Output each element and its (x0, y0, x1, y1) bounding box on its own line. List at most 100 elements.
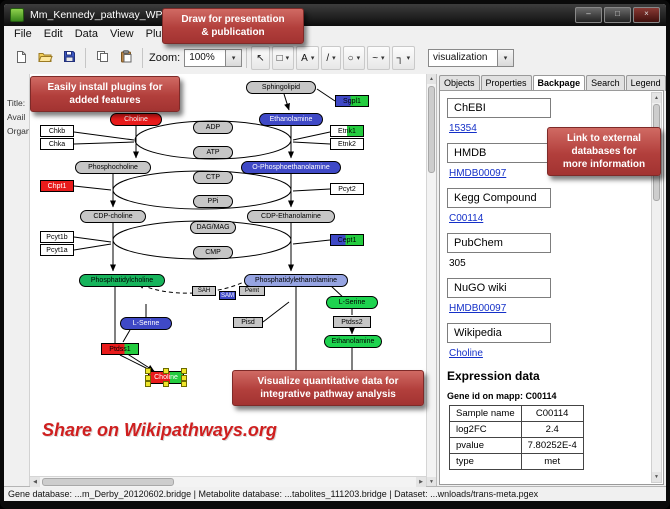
node-sphingolipid[interactable]: Sphingolipid (246, 81, 316, 94)
node-pcyt1a[interactable]: Pcyt1a (40, 244, 74, 256)
node-chka[interactable]: Chka (40, 138, 74, 150)
open-folder-button[interactable] (33, 46, 57, 70)
node-sah[interactable]: SAH (192, 286, 216, 296)
connector-tool[interactable]: ┐▾ (391, 46, 416, 70)
shape-tool[interactable]: ○▾ (342, 46, 366, 70)
node-choline[interactable]: Choline (110, 113, 162, 126)
scroll-right-icon[interactable]: ▶ (416, 477, 426, 487)
backpage-link-nugo-wiki[interactable]: HMDB00097 (449, 303, 507, 314)
node-etnk1[interactable]: Etnk1 (330, 125, 364, 137)
node-chpt1[interactable]: Chpt1 (40, 180, 74, 192)
selection-handle[interactable] (145, 381, 151, 387)
close-button[interactable]: × (633, 7, 660, 23)
node-phosphocholine[interactable]: Phosphocholine (75, 161, 151, 174)
save-button[interactable] (57, 46, 81, 70)
maximize-button[interactable]: □ (604, 7, 631, 23)
menu-view[interactable]: View (109, 28, 134, 40)
node-adp[interactable]: ADP (193, 121, 233, 134)
scroll-up-icon[interactable]: ▲ (427, 74, 436, 84)
node-ethanolamine[interactable]: Ethanolamine (324, 335, 382, 348)
tab-search[interactable]: Search (586, 75, 625, 91)
window-controls: –□× (575, 7, 660, 23)
node-l-serine[interactable]: L-Serine (120, 317, 172, 330)
pathway-edge (292, 239, 331, 245)
node-sgpl1[interactable]: Sgpl1 (335, 95, 369, 107)
selection-handle[interactable] (163, 381, 169, 387)
node-cdp-ethanolamine[interactable]: CDP-Ethanolamine (247, 210, 335, 223)
node-phosphatidylethanolamine[interactable]: Phosphatidylethanolamine (244, 274, 348, 287)
share-text: Share on Wikipathways.org (42, 420, 277, 440)
selection-handle[interactable] (181, 374, 187, 381)
node-pcyt1b[interactable]: Pcyt1b (40, 231, 74, 243)
zoom-select[interactable]: 100%▾ (184, 49, 243, 67)
label-tool[interactable]: A▾ (296, 46, 320, 70)
hscroll-thumb[interactable] (42, 478, 174, 486)
minimize-button[interactable]: – (575, 7, 602, 23)
new-file-button[interactable] (9, 46, 33, 70)
backpage-link-kegg-compound[interactable]: C00114 (449, 213, 484, 224)
node-phosphatidylcholine[interactable]: Phosphatidylcholine (79, 274, 165, 287)
tab-objects[interactable]: Objects (439, 75, 480, 91)
backpage-link-chebi[interactable]: 15354 (449, 123, 477, 134)
node-ethanolamine[interactable]: Ethanolamine (259, 113, 323, 126)
selection-handle[interactable] (145, 368, 151, 374)
backpage-link-wikipedia[interactable]: Choline (449, 348, 483, 359)
canvas-horizontal-scrollbar[interactable]: ◀ ▶ (30, 476, 426, 487)
menu-file[interactable]: File (14, 28, 32, 40)
table-cell: log2FC (449, 421, 522, 438)
tab-legend[interactable]: Legend (625, 75, 666, 91)
panel-scroll-down-icon[interactable]: ▼ (652, 472, 661, 482)
node-o-phosphoethanolamine[interactable]: O-Phosphoethanolamine (241, 161, 341, 174)
node-pemt[interactable]: Pemt (239, 286, 265, 296)
scroll-down-icon[interactable]: ▼ (427, 477, 436, 487)
node-cmp[interactable]: CMP (193, 246, 233, 259)
vscroll-thumb[interactable] (428, 86, 435, 173)
save-icon (63, 50, 76, 66)
tab-backpage[interactable]: Backpage (532, 75, 586, 91)
node-ctp[interactable]: CTP (193, 171, 233, 184)
selection-tool[interactable]: ↖ (251, 46, 270, 70)
node-cdp-choline[interactable]: CDP-choline (80, 210, 146, 223)
copy-button[interactable] (90, 46, 114, 70)
panel-scroll-up-icon[interactable]: ▲ (652, 93, 661, 103)
chevron-down-icon: ▾ (310, 55, 315, 62)
node-etnk2[interactable]: Etnk2 (330, 138, 364, 150)
scroll-left-icon[interactable]: ◀ (30, 477, 40, 487)
selection-handle[interactable] (163, 368, 169, 374)
callout-line: integrative pathway analysis (260, 389, 396, 400)
chevron-down-icon[interactable]: ▾ (225, 50, 242, 66)
node-ptdss2[interactable]: Ptdss2 (333, 316, 371, 328)
node-ptdss1[interactable]: Ptdss1 (101, 343, 139, 355)
status-text: Gene database: ...m_Derby_20120602.bridg… (8, 489, 539, 499)
visualization-select[interactable]: visualization ▾ (428, 49, 514, 67)
arc-tool[interactable]: ~▾ (367, 46, 390, 70)
table-cell: 2.4 (520, 421, 584, 438)
pathway-canvas[interactable]: Share on Wikipathways.org ◀ ▶ Sphingolip… (30, 74, 426, 487)
tab-properties[interactable]: Properties (480, 75, 532, 91)
selection-handle[interactable] (181, 368, 187, 374)
node-dag-mag[interactable]: DAG/MAG (190, 221, 236, 234)
node-ppi[interactable]: PPi (193, 195, 233, 208)
toolbar: visualization ▾ Zoom:100%▾↖□▾A▾/▾○▾~▾┐▾ (4, 42, 666, 75)
node-sam[interactable]: SAM (219, 291, 236, 300)
node-l-serine[interactable]: L-Serine (326, 296, 378, 309)
selection-handle[interactable] (181, 381, 187, 387)
pathway-edge (262, 301, 290, 323)
menu-edit[interactable]: Edit (43, 28, 63, 40)
node-atp[interactable]: ATP (193, 146, 233, 159)
menu-data[interactable]: Data (74, 28, 98, 40)
datanode-tool[interactable]: □▾ (271, 46, 295, 70)
callout-line: & publication (201, 27, 265, 38)
canvas-vertical-scrollbar[interactable]: ▲ ▼ (426, 74, 436, 487)
node-cept1[interactable]: Cept1 (330, 234, 364, 246)
pathway-edge (122, 329, 131, 343)
paste-button[interactable] (114, 46, 138, 70)
chevron-down-icon[interactable]: ▾ (497, 50, 513, 66)
node-chkb[interactable]: Chkb (40, 125, 74, 137)
node-pisd[interactable]: Pisd (233, 317, 263, 328)
line-tool[interactable]: /▾ (321, 46, 341, 70)
selection-handle[interactable] (145, 374, 151, 381)
node-pcyt2[interactable]: Pcyt2 (330, 183, 364, 195)
backpage-link-hmdb[interactable]: HMDB00097 (449, 168, 507, 179)
